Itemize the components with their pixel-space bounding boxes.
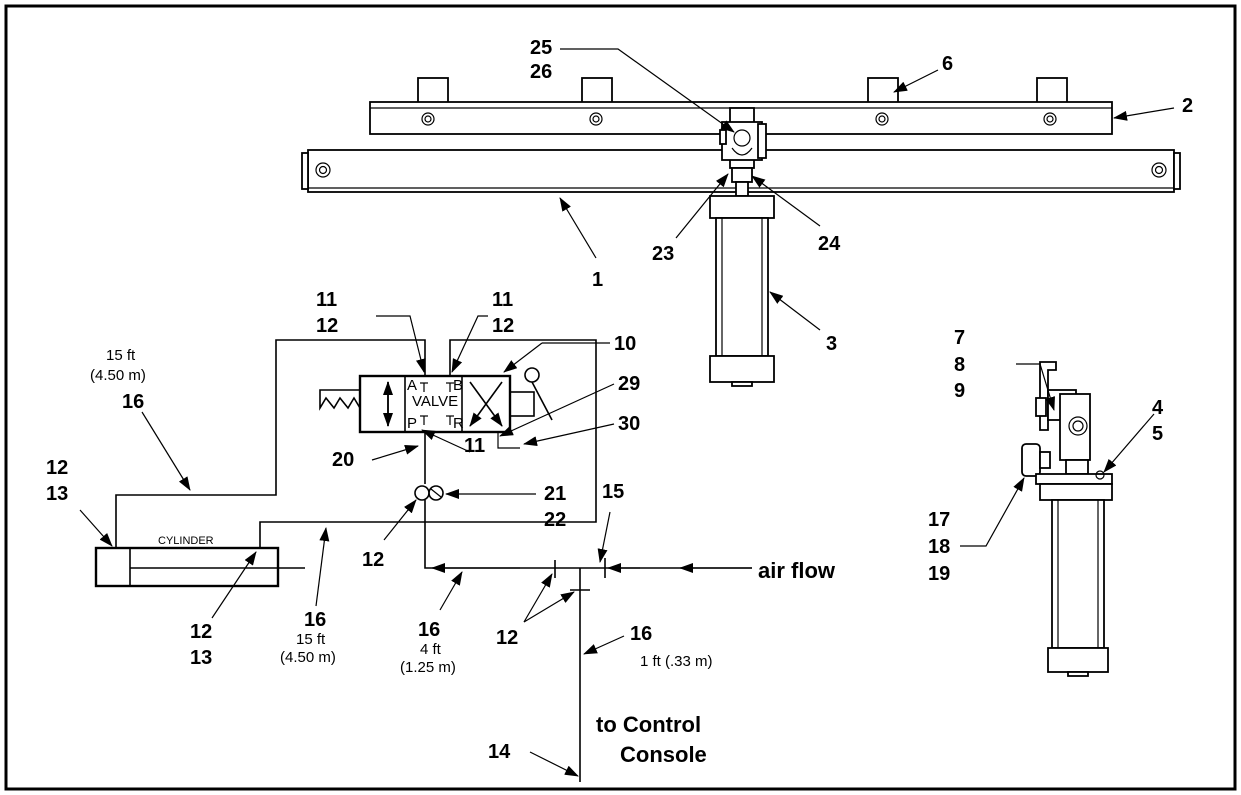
pneumatic-schematic: CYLINDER VALVE A B P R bbox=[94, 339, 752, 782]
length-cyl-m: (4.50 m) bbox=[280, 649, 336, 666]
callout-6: 6 bbox=[942, 53, 953, 75]
callout-16-right: 16 bbox=[630, 623, 652, 645]
side-view-assembly bbox=[1021, 361, 1113, 677]
callout-10: 10 bbox=[614, 333, 636, 355]
port-r: R bbox=[453, 415, 464, 432]
callout-11-bottom: 11 bbox=[464, 435, 485, 457]
callout-24: 24 bbox=[818, 233, 841, 255]
callout-29: 29 bbox=[618, 373, 640, 395]
callout-25: 25 bbox=[530, 37, 552, 59]
length-right: 1 ft (.33 m) bbox=[640, 653, 713, 670]
callout-18: 18 bbox=[928, 536, 950, 558]
callout-12-cyl-left: 12 bbox=[46, 457, 68, 479]
leader-lines bbox=[79, 48, 1175, 777]
flow-control-fittings bbox=[414, 485, 444, 501]
callout-11-top-left: 11 bbox=[316, 289, 337, 311]
length-cyl-ft: 15 ft bbox=[296, 631, 326, 648]
callout-8: 8 bbox=[954, 354, 965, 376]
callout-13-cyl-left: 13 bbox=[46, 483, 68, 505]
callout-12-top-right: 12 bbox=[492, 315, 514, 337]
callout-13-cyl-right: 13 bbox=[190, 647, 212, 669]
callout-16-mid: 16 bbox=[418, 619, 440, 641]
mounting-blocks bbox=[417, 77, 1068, 104]
callout-labels: 25 26 6 2 23 24 1 3 7 8 9 4 5 17 18 19 1… bbox=[46, 37, 1193, 767]
port-a: A bbox=[407, 377, 417, 394]
callout-17: 17 bbox=[928, 509, 950, 531]
callout-26: 26 bbox=[530, 61, 552, 83]
callout-12-cyl-right: 12 bbox=[190, 621, 212, 643]
callout-20: 20 bbox=[332, 449, 354, 471]
length-left-m: (4.50 m) bbox=[90, 367, 146, 384]
frame-border bbox=[4, 4, 1237, 791]
callout-11-top-right: 11 bbox=[492, 289, 513, 311]
cylinder-symbol: CYLINDER bbox=[94, 535, 305, 588]
callout-7: 7 bbox=[954, 327, 965, 349]
clevis-bracket bbox=[719, 107, 767, 197]
callout-15: 15 bbox=[602, 481, 624, 503]
port-p: P bbox=[407, 415, 417, 432]
valve-text: VALVE bbox=[412, 393, 458, 410]
air-flow-label: air flow bbox=[758, 558, 836, 583]
length-left-ft: 15 ft bbox=[106, 347, 136, 364]
length-mid-ft: 4 ft bbox=[420, 641, 442, 658]
callout-12-fitting: 12 bbox=[362, 549, 384, 571]
to-control-label-1: to Control bbox=[596, 712, 701, 737]
to-control-label-2: Console bbox=[620, 742, 707, 767]
port-b: B bbox=[453, 377, 463, 394]
cylinder-text: CYLINDER bbox=[158, 535, 214, 547]
callout-30: 30 bbox=[618, 413, 640, 435]
callout-21: 21 bbox=[544, 483, 566, 505]
top-assembly bbox=[301, 77, 1181, 387]
callout-14: 14 bbox=[488, 741, 511, 763]
callout-9: 9 bbox=[954, 380, 965, 402]
callout-16-left: 16 bbox=[122, 391, 144, 413]
callout-5: 5 bbox=[1152, 423, 1163, 445]
air-cylinder-vertical bbox=[709, 195, 775, 387]
callout-12-tee: 12 bbox=[496, 627, 518, 649]
callout-23: 23 bbox=[652, 243, 674, 265]
callout-16-cyl: 16 bbox=[304, 609, 326, 631]
callout-22: 22 bbox=[544, 509, 566, 531]
callout-4: 4 bbox=[1152, 397, 1164, 419]
air-lines bbox=[115, 339, 752, 782]
callout-3: 3 bbox=[826, 333, 837, 355]
callout-19: 19 bbox=[928, 563, 950, 585]
length-mid-m: (1.25 m) bbox=[400, 659, 456, 676]
callout-1: 1 bbox=[592, 269, 603, 291]
callout-12-top-left: 12 bbox=[316, 315, 338, 337]
callout-2: 2 bbox=[1182, 95, 1193, 117]
